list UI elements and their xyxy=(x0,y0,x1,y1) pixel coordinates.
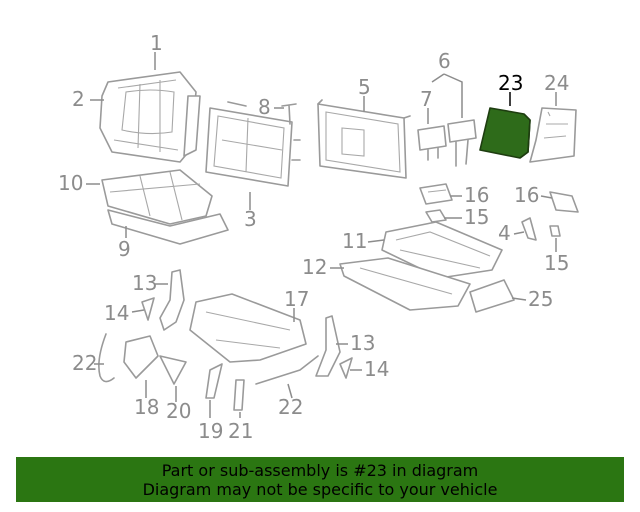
part-trim-14a[interactable] xyxy=(141,297,155,321)
part-side-trim-13b[interactable] xyxy=(315,315,341,377)
part-linkage-17[interactable] xyxy=(189,293,307,363)
part-seat-back-cushion[interactable] xyxy=(99,71,201,163)
callout-15-left: 15 xyxy=(464,205,489,229)
callout-3: 3 xyxy=(244,207,257,231)
callout-16-right: 16 xyxy=(514,183,539,207)
callout-1: 1 xyxy=(150,31,163,55)
callout-21: 21 xyxy=(228,419,253,443)
part-panel-24[interactable] xyxy=(529,107,577,163)
part-clip-15a[interactable] xyxy=(425,209,447,223)
part-trim-25[interactable] xyxy=(469,279,515,313)
part-pin[interactable] xyxy=(281,103,297,125)
callout-9: 9 xyxy=(118,237,131,261)
callout-4: 4 xyxy=(498,221,511,245)
callout-18: 18 xyxy=(134,395,159,419)
part-trim-14b[interactable] xyxy=(339,357,353,379)
part-23-highlighted[interactable] xyxy=(479,107,531,159)
callout-16-left: 16 xyxy=(464,183,489,207)
part-seat-back-frame[interactable] xyxy=(205,101,301,187)
part-cable-22a[interactable] xyxy=(98,333,115,383)
callout-12: 12 xyxy=(302,255,327,279)
callout-labels: 1 2 3 4 5 6 7 8 9 10 11 12 13 13 14 14 1… xyxy=(58,31,569,443)
part-seat-cushion[interactable] xyxy=(101,169,229,245)
part-seat-pan[interactable] xyxy=(339,257,471,311)
banner-line-2: Diagram may not be specific to your vehi… xyxy=(142,479,498,499)
info-banner: Part or sub-assembly is #23 in diagram D… xyxy=(16,457,624,502)
part-23-shape xyxy=(479,107,531,159)
part-headrest-left[interactable] xyxy=(417,125,447,161)
part-side-trim-13a[interactable] xyxy=(159,269,185,331)
callout-15-right: 15 xyxy=(544,251,569,275)
callout-8: 8 xyxy=(258,95,271,119)
part-bracket-16b[interactable] xyxy=(549,191,579,213)
callout-7: 7 xyxy=(420,87,433,111)
part-cable-22b[interactable] xyxy=(255,355,319,385)
callout-6: 6 xyxy=(438,49,451,73)
part-clip-15b[interactable] xyxy=(549,225,561,237)
part-21[interactable] xyxy=(233,379,245,411)
callout-10: 10 xyxy=(58,171,83,195)
callout-24: 24 xyxy=(544,71,569,95)
part-18[interactable] xyxy=(123,335,159,379)
callout-11: 11 xyxy=(342,229,367,253)
callout-17: 17 xyxy=(284,287,309,311)
part-19[interactable] xyxy=(205,363,223,399)
callout-23-highlighted: 23 xyxy=(498,71,523,95)
part-headrest-right[interactable] xyxy=(447,119,477,167)
callout-25: 25 xyxy=(528,287,553,311)
banner-line-1: Part or sub-assembly is #23 in diagram xyxy=(161,460,479,480)
part-bracket-4[interactable] xyxy=(521,217,537,241)
callout-14-right: 14 xyxy=(364,357,389,381)
callout-14-left: 14 xyxy=(104,301,129,325)
callout-22-left: 22 xyxy=(72,351,97,375)
leader-lines xyxy=(86,52,557,418)
part-back-panel[interactable] xyxy=(317,99,411,179)
callout-19: 19 xyxy=(198,419,223,443)
callout-13-top: 13 xyxy=(132,271,157,295)
part-bracket-16a[interactable] xyxy=(419,183,453,205)
callout-2: 2 xyxy=(72,87,85,111)
callout-5: 5 xyxy=(358,75,371,99)
callout-22-right: 22 xyxy=(278,395,303,419)
part-seat-frame[interactable] xyxy=(381,221,503,279)
callout-20: 20 xyxy=(166,399,191,423)
part-20[interactable] xyxy=(159,355,187,385)
callout-13-bottom: 13 xyxy=(350,331,375,355)
